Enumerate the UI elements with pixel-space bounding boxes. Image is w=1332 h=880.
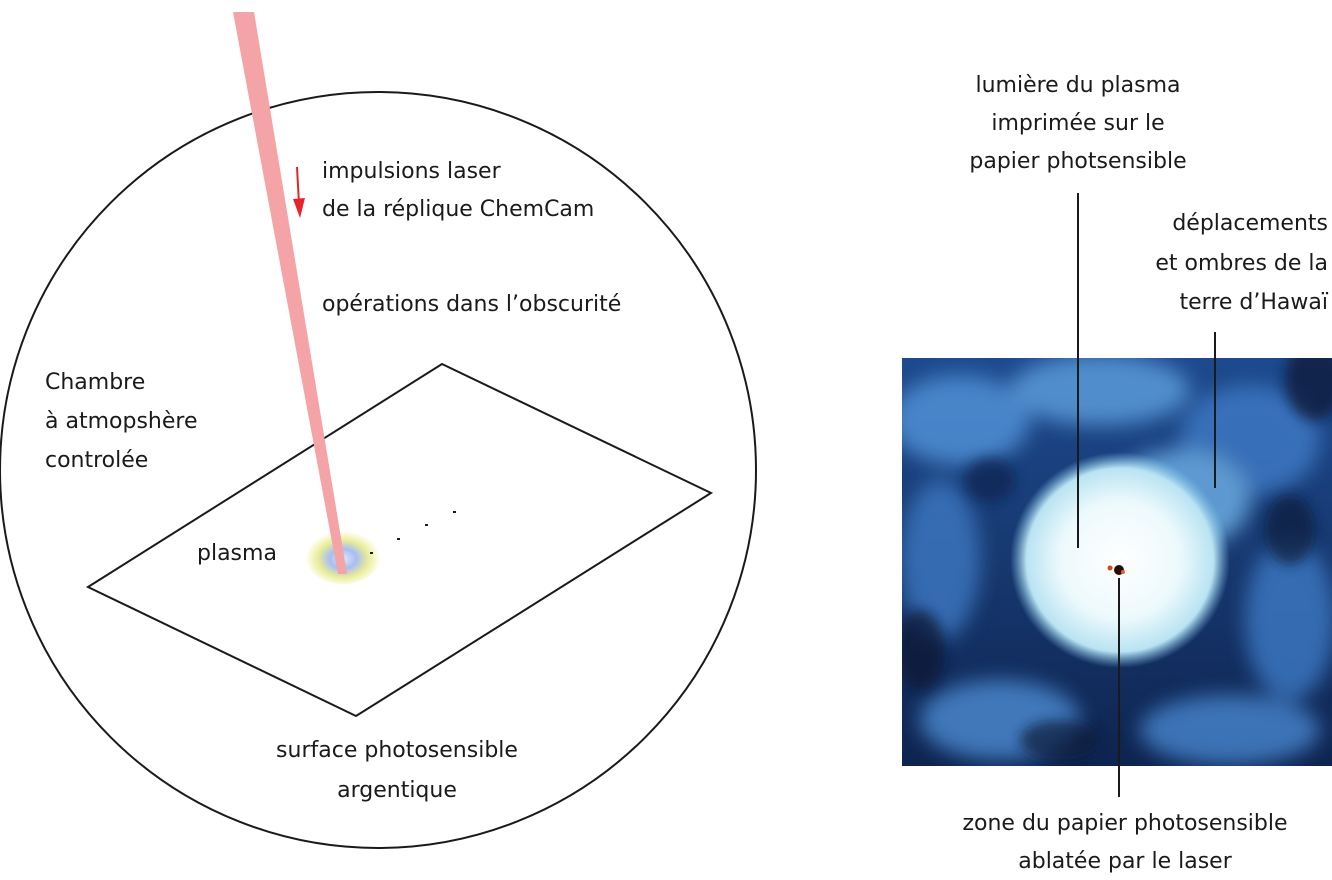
laser-beam <box>233 12 347 574</box>
chamber-circle <box>0 91 757 849</box>
plasma-label: plasma <box>197 541 277 566</box>
plasma-light-label-line1: lumière du plasma <box>975 73 1180 98</box>
displacement-label-line3: terre d’Hawaï <box>1180 290 1329 315</box>
laser-label-line2: de la réplique ChemCam <box>322 197 594 222</box>
chamber-view: impulsions laser de la réplique ChemCam … <box>0 12 757 849</box>
dark-operations-label: opérations dans l’obscurité <box>322 292 621 317</box>
laser-direction-arrow <box>293 166 305 218</box>
laser-label-line1: impulsions laser <box>322 159 502 184</box>
displacement-label-line2: et ombres de la <box>1155 251 1328 276</box>
chamber-label-line1: Chambre <box>45 370 145 395</box>
plasma-light-label-line2: imprimée sur le <box>991 111 1164 136</box>
plasma-imprint <box>1010 452 1230 668</box>
surface-label-line2: argentique <box>337 778 457 803</box>
ablated-label-line1: zone du papier photosensible <box>962 811 1287 836</box>
chamber-label-line3: controlée <box>45 448 148 473</box>
photo-result: lumière du plasma imprimée sur le papier… <box>902 73 1332 874</box>
shot-trail-dots <box>370 511 456 554</box>
photo-image <box>902 358 1332 766</box>
surface-label-line1: surface photosensible <box>276 738 518 763</box>
plasma-light-label-line3: papier photsensible <box>969 149 1186 174</box>
chamber-label-line2: à atmopshère <box>45 409 197 434</box>
displacement-label-line1: déplacements <box>1172 211 1328 236</box>
ablated-label-line2: ablatée par le laser <box>1018 849 1232 874</box>
